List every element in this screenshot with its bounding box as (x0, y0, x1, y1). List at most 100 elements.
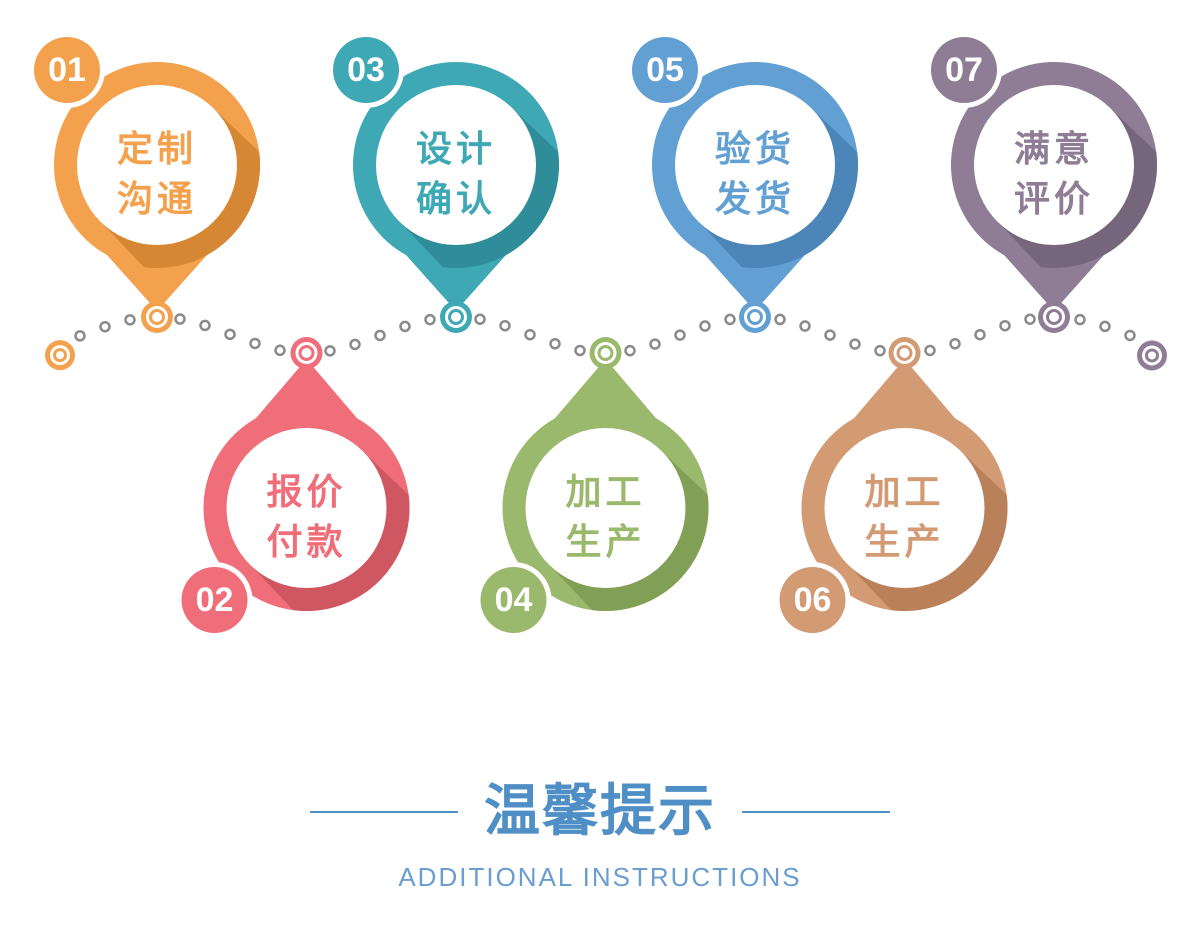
pin-inner-circle (226, 428, 387, 588)
step-anchor-node-03 (440, 301, 472, 333)
step-label-line2: 生产 (864, 522, 944, 563)
pin-inner-circle (675, 85, 835, 245)
pin-inner-circle (824, 428, 985, 588)
step-label-line1: 定制 (117, 129, 197, 170)
path-dot (124, 314, 136, 326)
step-label-line1: 验货 (715, 129, 795, 170)
step-number: 01 (48, 51, 86, 89)
step-label-line1: 报价 (266, 472, 346, 513)
path-dot (474, 313, 486, 325)
dotted-path (74, 313, 1136, 357)
step-number-badge (632, 37, 698, 103)
node-core (56, 351, 64, 360)
path-dot (849, 338, 861, 350)
step-label-line1: 设计 (416, 129, 496, 170)
path-start-node (45, 340, 75, 371)
step-number: 06 (794, 581, 832, 619)
path-end-node (1137, 340, 1167, 371)
path-dot (524, 328, 536, 341)
path-dot (1124, 329, 1136, 342)
path-dot (924, 344, 936, 357)
step-label-line1: 加工 (864, 472, 944, 513)
node-core (301, 348, 312, 358)
step-label-line2: 评价 (1014, 179, 1094, 220)
path-dot (949, 338, 961, 350)
path-dot (374, 329, 386, 342)
step-anchor-node-04 (589, 337, 622, 369)
path-dot (249, 337, 261, 350)
path-dot (324, 345, 336, 357)
footer-heading: 温馨提示 (0, 772, 1200, 852)
step-anchor-node-06 (888, 337, 921, 369)
step-label-line2: 付款 (266, 522, 346, 563)
footer-right-line (742, 811, 890, 813)
path-dot (74, 330, 86, 342)
step-anchor-node-07 (1038, 301, 1070, 333)
path-dot (649, 338, 661, 350)
step-number-badge (480, 567, 547, 633)
step-number: 07 (945, 51, 983, 89)
path-dot (799, 320, 811, 332)
pin-inner-circle (525, 428, 686, 588)
path-dot (399, 320, 411, 333)
footer-title: 温馨提示 (484, 779, 716, 844)
node-core (600, 348, 611, 358)
path-dot (574, 344, 586, 357)
path-dot (724, 313, 736, 326)
path-dot (774, 313, 786, 326)
step-number-badge (931, 37, 997, 103)
step-number: 05 (646, 51, 684, 89)
step-number-badge (34, 37, 100, 103)
step-label-line2: 沟通 (117, 179, 197, 220)
path-dot (999, 319, 1011, 332)
path-dot (424, 313, 436, 326)
step-label-line1: 满意 (1014, 129, 1094, 170)
path-dot (974, 328, 986, 341)
path-dot (224, 328, 236, 341)
path-dot (549, 338, 561, 350)
node-core (899, 348, 910, 358)
step-label-line2: 发货 (715, 179, 795, 220)
path-dot (1074, 313, 1086, 326)
step-number: 04 (495, 581, 533, 619)
path-dot (349, 338, 361, 351)
step-anchor-node-02 (290, 337, 323, 369)
node-core (152, 312, 162, 322)
step-anchor-node-05 (739, 301, 771, 333)
step-number-badge (779, 567, 846, 633)
pin-inner-circle (376, 85, 536, 245)
footer-subtitle: ADDITIONAL INSTRUCTIONS (398, 862, 802, 892)
path-dot (1024, 313, 1036, 325)
pin-inner-circle (77, 85, 237, 245)
step-number: 03 (347, 51, 385, 89)
path-dot (499, 319, 511, 332)
path-dot (824, 329, 836, 341)
footer-left-line (310, 811, 458, 813)
node-core (1148, 351, 1156, 360)
path-dot (674, 329, 686, 341)
node-core (1049, 312, 1059, 322)
step-number-badge (333, 37, 399, 103)
step-label-line2: 确认 (416, 179, 496, 220)
path-dot (199, 319, 211, 332)
path-dot (874, 344, 886, 357)
path-dot (274, 344, 286, 357)
step-label-line1: 加工 (565, 472, 645, 513)
step-anchor-node-01 (141, 301, 173, 333)
node-core (451, 312, 461, 322)
node-core (750, 312, 760, 322)
path-dot (1099, 320, 1111, 333)
step-label-line2: 生产 (565, 522, 645, 563)
step-number: 02 (196, 581, 234, 619)
step-number-badge (181, 567, 248, 633)
path-dot (99, 320, 111, 333)
path-dot (174, 313, 186, 325)
